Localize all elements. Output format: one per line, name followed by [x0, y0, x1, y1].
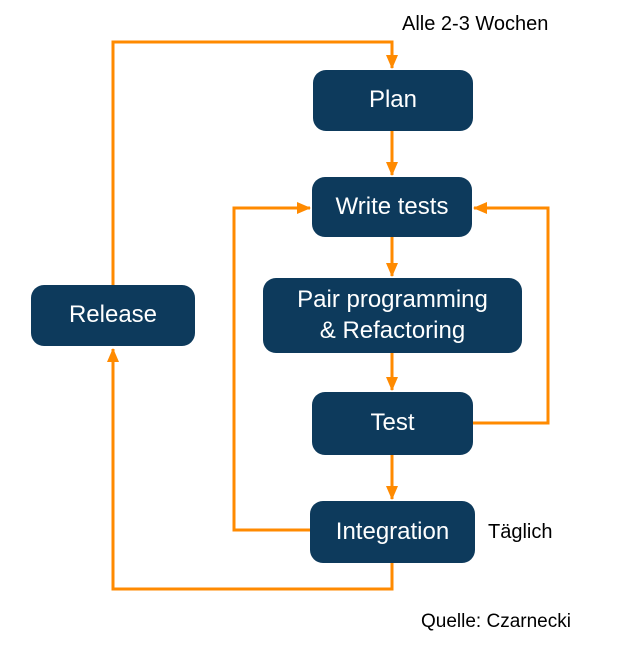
source-credit-label: Quelle: Czarnecki — [421, 611, 571, 632]
flow-node-test: Test — [312, 392, 473, 455]
arrow-integration-to-write-tests — [232, 202, 311, 532]
flow-node-integration-label: Integration — [335, 517, 450, 545]
flow-node-release: Release — [31, 285, 195, 346]
flow-node-plan: Plan — [313, 70, 473, 131]
flow-node-integration: Integration — [310, 501, 475, 563]
flow-node-pair-programming: Pair programming & Refactoring — [263, 278, 522, 353]
flow-node-write-tests: Write tests — [312, 177, 472, 237]
flow-node-test-label: Test — [370, 409, 415, 437]
cycle-duration-label: Alle 2-3 Wochen — [402, 13, 549, 35]
flow-node-pair-programming-label: Pair programming & Refactoring — [297, 285, 488, 344]
flow-node-write-tests-label: Write tests — [335, 192, 449, 220]
flow-node-release-label: Release — [68, 301, 158, 329]
flow-node-plan-label: Plan — [368, 86, 418, 114]
daily-cycle-label: Täglich — [488, 521, 553, 543]
